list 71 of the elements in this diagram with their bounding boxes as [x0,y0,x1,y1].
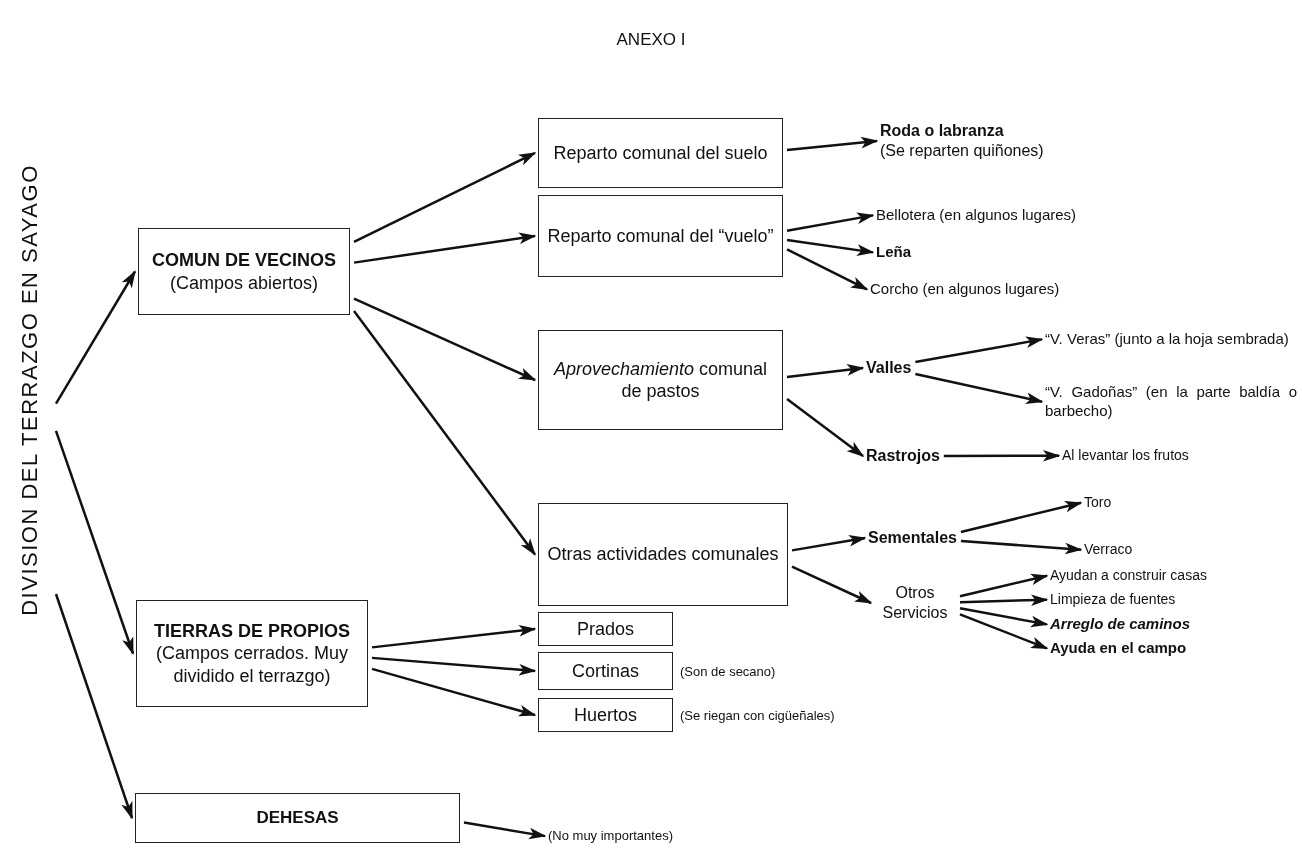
box-text: Reparto comunal del “vuelo” [547,224,774,248]
arrow [791,565,873,605]
text-label: Bellotera (en algunos lugares) [876,206,1077,225]
arrow [960,500,1083,534]
side-note: (Se riegan con cigüeñales) [680,707,835,723]
text-label: Ayudan a construir casas [1050,567,1207,585]
box-text: Aprovechamiento comunal de pastos [552,357,769,403]
text-box [138,228,350,315]
arrow [371,667,537,717]
arrow [959,573,1049,598]
text-box [538,330,783,430]
arrow [959,613,1049,650]
text-label: Corcho (en algunos lugares) [870,280,1060,299]
text-box [538,503,788,606]
arrow [915,372,1044,404]
box-text: Cortinas [571,659,640,683]
text-label: Sementales [868,528,957,548]
arrow [959,607,1049,628]
vertical-heading: DIVISION DEL TERRAZGO EN SAYAGO [16,163,44,618]
arrow [959,594,1049,607]
arrow [786,398,865,457]
side-note: (Son de secano) [680,663,776,679]
arrow [353,232,537,264]
box-text: Huertos [573,703,638,727]
arrow [786,248,869,291]
arrow [943,449,1061,462]
arrow [786,136,879,152]
box-text: Reparto comunal del suelo [552,141,769,165]
arrow [463,821,547,840]
text-label: Otros Servicios [881,583,949,623]
arrow [353,310,536,556]
text-label: Ayuda en el campo [1050,639,1187,658]
box-text: (Campos abiertos) [168,271,320,294]
text-label: Al levantar los frutos [1062,447,1189,465]
text-label: “V. Veras” (junto a la hoja sembrada) [1045,330,1290,349]
text-label: (Se reparten quiñones) [880,141,1044,161]
arrow [54,430,135,655]
text-label: “V. Gadoñas” (en la parte baldía o barbecho) [1045,383,1297,421]
text-label: Rastrojos [866,446,940,466]
text-box [538,195,783,277]
arrow [915,336,1044,364]
text-box [538,118,783,188]
arrow [786,212,875,233]
box-text: Otras actividades comunales [547,543,779,566]
text-label: (No muy importantes) [548,828,673,845]
text-label: Toro [1084,494,1112,512]
text-label: Limpieza de fuentes [1050,591,1176,609]
text-label: Valles [866,358,912,378]
arrow [353,297,537,382]
arrow [791,534,867,552]
text-box [136,600,368,707]
arrow [371,656,537,676]
arrow [54,593,134,820]
text-label: Arreglo de caminos [1050,615,1191,634]
arrow [786,364,865,379]
text-label: Verraco [1084,541,1133,559]
text-label: Leña [876,243,911,262]
arrow [371,625,537,649]
diagram-title: ANEXO I [615,30,687,50]
box-heading: TIERRAS DE PROPIOS [153,619,351,643]
arrow [786,238,875,256]
text-label: Roda o labranza [880,121,1005,141]
box-text: DEHESAS [255,807,340,829]
box-heading: COMUN DE VECINOS [151,249,337,272]
box-text: (Campos cerrados. Muy dividido el terrazgo) [154,642,350,688]
box-text: Prados [575,617,635,641]
arrow [353,151,537,243]
text-box [538,612,673,646]
arrow [960,539,1083,555]
text-box [135,793,460,843]
arrow [54,270,137,405]
